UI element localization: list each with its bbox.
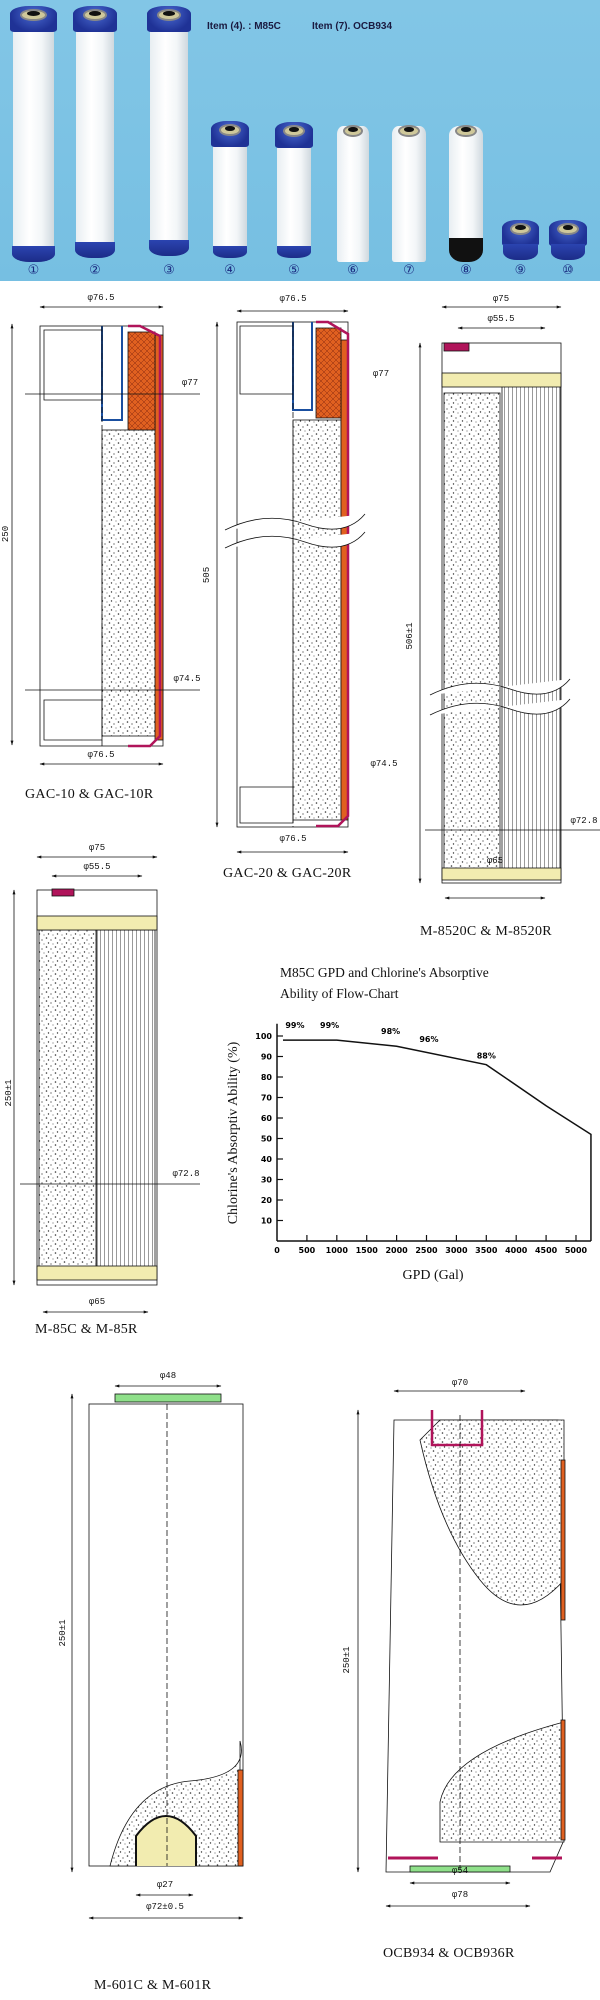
m85-dim-height: 250±1 (4, 1079, 14, 1107)
filter-cartridge (10, 6, 57, 262)
m8520-dim-mid: φ72.8 (570, 816, 598, 826)
chart-title-line1: M85C GPD and Chlorine's Absorptive (280, 965, 489, 980)
ocb-dim-height: 250±1 (342, 1646, 352, 1674)
filter-cartridge (447, 122, 485, 262)
cartridge-number: ② (89, 263, 101, 278)
m601-drawing (70, 1384, 244, 1920)
ocb-dim-inner: φ54 (451, 1866, 469, 1876)
filter-cartridge (502, 220, 539, 260)
m8520-title: M-8520C & M-8520R (420, 924, 552, 939)
cartridge-number: ⑧ (460, 263, 472, 278)
m8520-drawing (418, 305, 600, 900)
filter-cartridge (147, 6, 191, 256)
filter-cartridge (73, 6, 117, 258)
ocb-dim-top: φ70 (451, 1378, 469, 1388)
m8520-dim-outer: φ75 (492, 294, 510, 304)
filter-cartridge (211, 121, 249, 258)
cartridge-number: ① (27, 263, 40, 278)
cartridge-number: ⑩ (562, 263, 574, 278)
m601-dim-inner: φ27 (156, 1880, 174, 1890)
m85-title: M-85C & M-85R (35, 1322, 138, 1337)
cartridge-number: ⑨ (514, 263, 527, 278)
m85-drawing (12, 855, 200, 1314)
m8520-dim-inner: φ55.5 (487, 314, 515, 324)
gac20-drawing (215, 309, 366, 854)
m8520-dim-height: 506±1 (405, 622, 415, 650)
m85-dim-mid: φ72.8 (172, 1169, 200, 1179)
m85-dim-outer: φ75 (88, 843, 106, 853)
gac10-dim-height: 250 (1, 525, 11, 543)
filter-cartridge (275, 122, 313, 258)
gac10-dim-bottom: φ76.5 (87, 750, 115, 760)
gac10-drawing (10, 305, 200, 766)
m601-title: M-601C & M-601R (94, 1978, 212, 1993)
cartridge-number: ⑥ (347, 263, 359, 278)
gac20-dim-lower: φ74.5 (370, 759, 398, 769)
product-photo: ① ② ③ ④ ⑤ ⑥ ⑦ ⑧ ⑨ ⑩ Item (4). : M85C Item (7). OC… (0, 0, 600, 281)
gac20-dim-bottom: φ76.5 (279, 834, 307, 844)
filter-cartridge (549, 220, 587, 260)
m8520-dim-bottom: φ65 (486, 856, 504, 866)
m85-dim-bottom: φ65 (88, 1297, 106, 1307)
gac20-title: GAC-20 & GAC-20R (223, 866, 352, 881)
m601-dim-bottom: φ72±0.5 (146, 1902, 184, 1912)
gac10-dim-top: φ76.5 (87, 293, 115, 303)
chart-x-axis-label: GPD (Gal) (402, 1268, 464, 1283)
ocb-dim-bottom: φ78 (451, 1890, 469, 1900)
chart-y-axis-label: Chlorine's Absorptiv Ability (%) (226, 1041, 241, 1225)
item-label-m85c: Item (4). : M85C (207, 21, 281, 32)
cartridge-number: ③ (163, 263, 175, 278)
gac10-title: GAC-10 & GAC-10R (25, 787, 154, 802)
ocb-drawing (356, 1389, 566, 1908)
m601-dim-height: 250±1 (58, 1619, 68, 1647)
chart-title-line2: Ability of Flow-Chart (280, 986, 399, 1001)
gac20-dim-upper: φ77 (372, 369, 390, 379)
m85-dim-inner: φ55.5 (83, 862, 111, 872)
item-label-ocb934: Item (7). OCB934 (312, 21, 393, 32)
m601-dim-top: φ48 (159, 1371, 177, 1381)
gac10-dim-upper: φ77 (181, 378, 199, 388)
filter-cartridge (390, 122, 428, 262)
cartridge-number: ⑦ (403, 263, 415, 278)
cartridge-number: ④ (224, 263, 236, 278)
gac20-dim-height: 505 (202, 566, 212, 584)
filter-cartridge (335, 122, 371, 262)
gac20-dim-top: φ76.5 (279, 294, 307, 304)
cartridge-number: ⑤ (288, 263, 300, 278)
ocb-title: OCB934 & OCB936R (383, 1946, 515, 1961)
gac10-dim-lower: φ74.5 (173, 674, 201, 684)
